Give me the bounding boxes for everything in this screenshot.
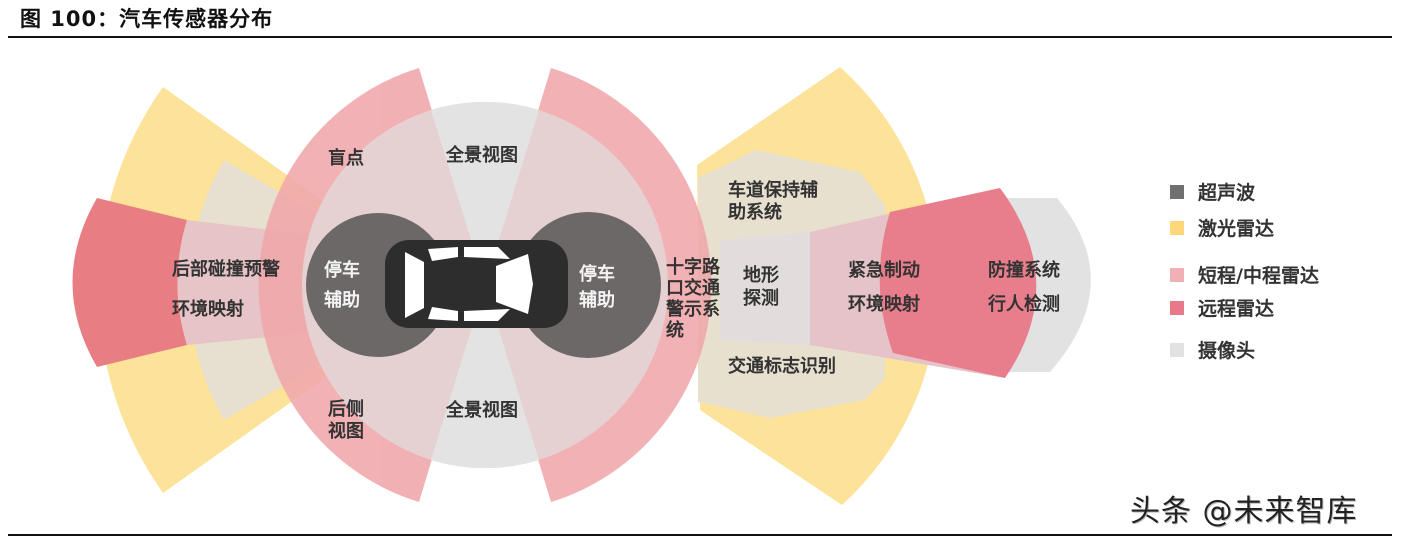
legend-item-camera: 摄像头 — [1170, 336, 1255, 363]
legend-label: 超声波 — [1198, 182, 1256, 204]
label-parking-assist-front-1: 停车 — [579, 263, 615, 285]
label-env-mapping-front: 环境映射 — [848, 293, 920, 315]
surround-camera-bottom-wedge — [431, 285, 539, 469]
label-terrain-detection-1: 地形 — [743, 264, 779, 286]
label-cross-traffic-3: 警示系 — [666, 298, 720, 320]
label-emergency-braking: 紧急制动 — [848, 259, 920, 281]
terrain-camera-area — [720, 232, 812, 345]
label-cross-traffic-1: 十字路 — [666, 256, 721, 278]
watermark: 头条 @未来智库 — [1130, 494, 1358, 529]
legend-square-icon — [1170, 300, 1184, 315]
label-lane-keeping-1: 车道保持辅 — [728, 179, 818, 201]
label-traffic-sign-recognition: 交通标志识别 — [728, 355, 836, 377]
label-parking-assist-rear-2: 辅助 — [324, 289, 360, 311]
label-blind-spot: 盲点 — [328, 147, 364, 169]
legend-label: 远程雷达 — [1198, 298, 1275, 320]
legend-square-icon — [1170, 184, 1184, 199]
label-pedestrian-detection: 行人检测 — [987, 293, 1060, 315]
label-collision-avoidance: 防撞系统 — [988, 259, 1060, 281]
rear-long-radar-sector — [72, 198, 187, 367]
legend-label: 摄像头 — [1198, 340, 1256, 362]
legend-item-lidar: 激光雷达 — [1170, 214, 1274, 241]
front-long-radar-sector — [879, 188, 1037, 378]
figure-title: 图 100：汽车传感器分布 — [20, 7, 274, 31]
label-rear-side-view-1: 后侧 — [328, 399, 364, 420]
label-cross-traffic-4: 统 — [666, 319, 684, 341]
label-lane-keeping-2: 助系统 — [728, 201, 782, 223]
legend-square-icon — [1170, 220, 1184, 235]
front-fan — [697, 67, 1091, 505]
legend-label: 激光雷达 — [1198, 218, 1275, 240]
legend-square-icon — [1170, 342, 1184, 357]
legend-square-icon — [1170, 267, 1184, 282]
label-rear-side-view-2: 视图 — [328, 420, 364, 442]
legend-item-long-radar: 远程雷达 — [1170, 294, 1274, 321]
top-rule — [8, 36, 1392, 38]
legend-item-ultrasonic: 超声波 — [1170, 178, 1255, 205]
legend-item-short-mid-radar: 短程/中程雷达 — [1170, 261, 1319, 288]
bottom-rule — [8, 534, 1392, 536]
label-parking-assist-rear-1: 停车 — [324, 259, 360, 281]
label-env-mapping-rear: 环境映射 — [172, 298, 244, 320]
label-rear-collision-warning: 后部碰撞预警 — [172, 258, 280, 280]
car-icon — [385, 240, 568, 328]
label-terrain-detection-2: 探测 — [743, 287, 779, 309]
label-surround-view-bottom: 全景视图 — [445, 399, 518, 421]
label-cross-traffic-2: 口交通 — [666, 277, 720, 299]
surround-camera-top-wedge — [431, 101, 539, 286]
label-parking-assist-front-2: 辅助 — [579, 289, 615, 311]
legend-label: 短程/中程雷达 — [1198, 265, 1319, 287]
label-surround-view-top: 全景视图 — [445, 144, 518, 166]
